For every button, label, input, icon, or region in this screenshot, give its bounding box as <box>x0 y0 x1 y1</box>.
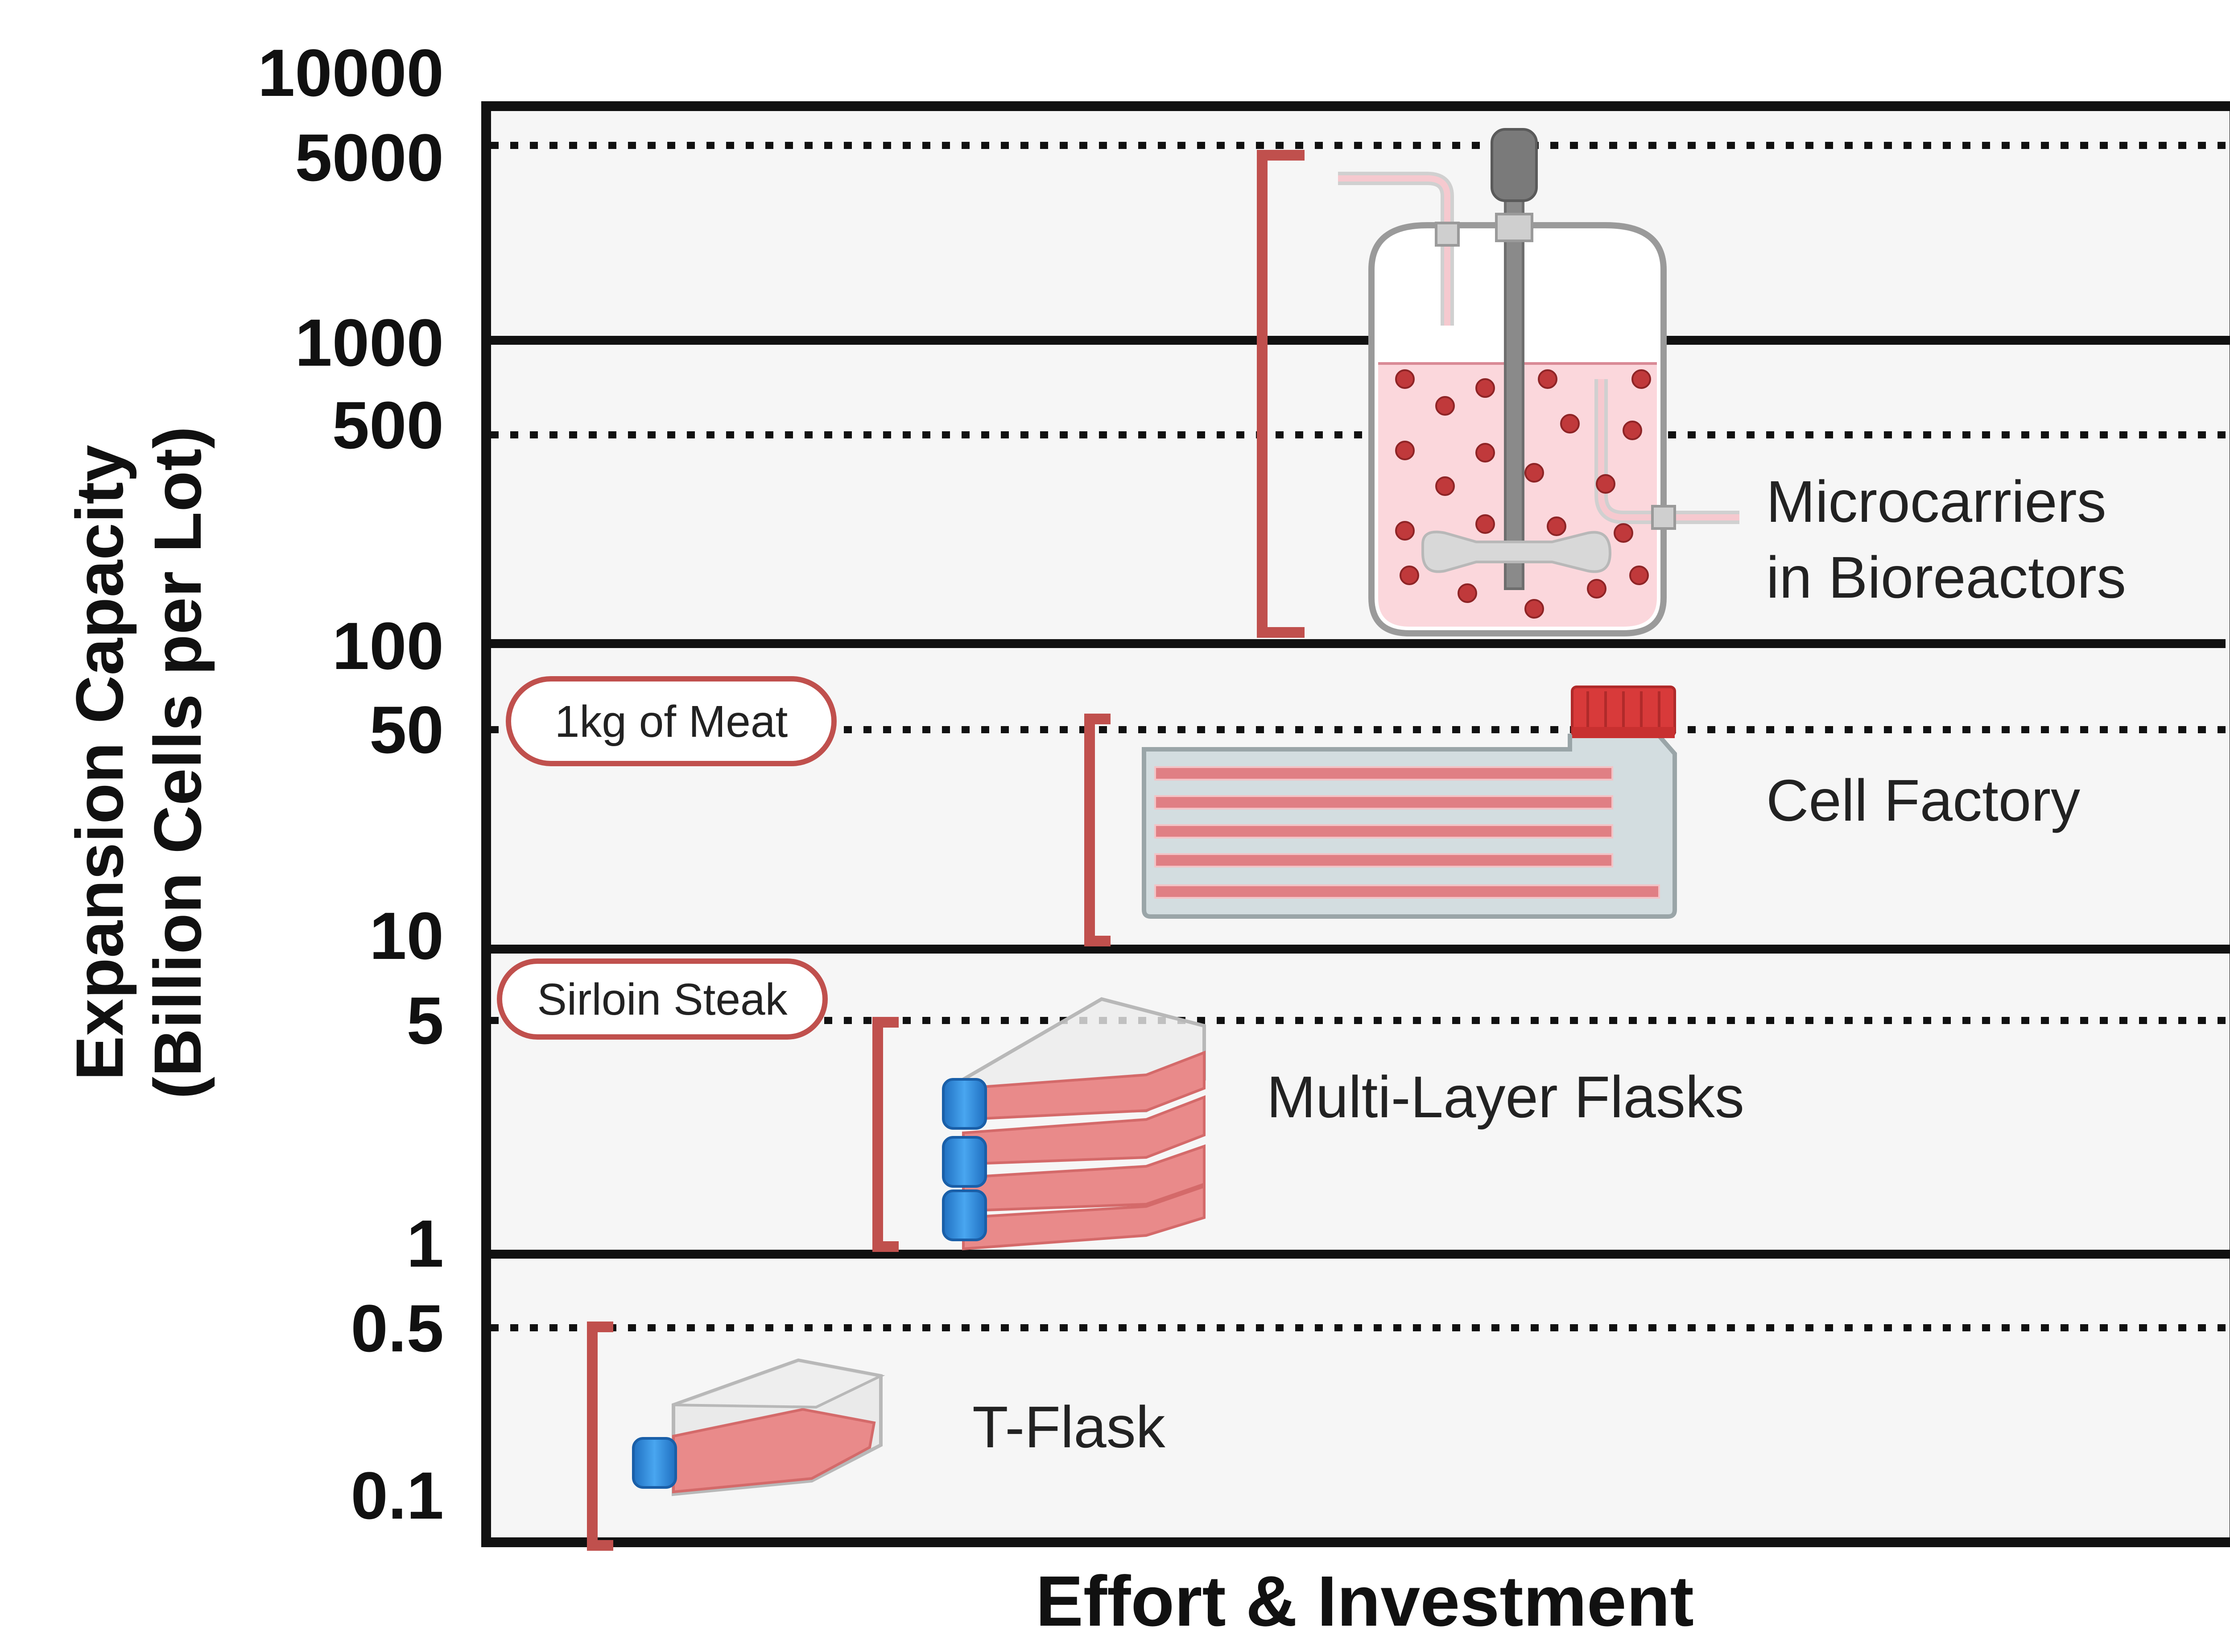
y-tick-0.5: 0.5 <box>351 1291 444 1366</box>
reference-marker-1kg-meat: 1kg of Meat <box>506 676 837 766</box>
y-tick-50: 50 <box>369 692 444 767</box>
bracket-t-flask <box>587 1322 613 1551</box>
label-t-flask: T-Flask <box>972 1394 1166 1460</box>
y-tick-1000: 1000 <box>295 305 444 380</box>
dotted-gridlines <box>491 142 2230 1331</box>
y-tick-1: 1 <box>407 1206 444 1281</box>
bracket-cell-factory <box>1084 714 1111 946</box>
y-tick-labels: 10000 5000 1000 500 100 50 10 5 1 0.5 0.… <box>258 35 444 1533</box>
range-brackets <box>587 150 1305 1551</box>
label-bioreactor-line1: Microcarriers <box>1766 469 2106 534</box>
label-bioreactor-line2: in Bioreactors <box>1766 545 2126 610</box>
pill-1kg-meat-label: 1kg of Meat <box>555 697 788 747</box>
bioreactor-icon <box>1338 128 1739 636</box>
y-axis-label-line1: Expansion Capacity <box>62 445 137 1080</box>
reference-marker-sirloin: Sirloin Steak <box>497 958 828 1040</box>
y-tick-500: 500 <box>332 388 444 463</box>
y-tick-0.1: 0.1 <box>351 1458 444 1533</box>
bracket-bioreactor <box>1257 150 1305 638</box>
t-flask-icon <box>632 1358 885 1496</box>
x-axis-label: Effort & Investment <box>1036 1561 1694 1641</box>
pill-sirloin <box>497 958 828 1040</box>
label-multi-layer-flasks: Multi-Layer Flasks <box>1267 1064 1744 1130</box>
pill-1kg-meat <box>506 676 837 766</box>
cell-factory-icon <box>1142 686 1677 919</box>
y-axis-label: Expansion Capacity (Billion Cells per Lo… <box>62 426 215 1099</box>
band-separators <box>486 336 2230 1259</box>
bracket-multi-layer-flasks <box>872 1017 899 1252</box>
y-tick-5000: 5000 <box>295 120 444 195</box>
y-tick-10: 10 <box>369 898 444 973</box>
y-tick-5: 5 <box>407 983 444 1058</box>
y-tick-10000: 10000 <box>258 35 444 110</box>
pill-sirloin-label: Sirloin Steak <box>537 975 788 1024</box>
label-cell-factory: Cell Factory <box>1766 768 2080 833</box>
multi-layer-flask-icon <box>942 997 1206 1251</box>
y-tick-100: 100 <box>332 608 444 683</box>
plot-frame <box>481 101 2230 1547</box>
y-axis-label-line2: (Billion Cells per Lot) <box>140 426 215 1099</box>
